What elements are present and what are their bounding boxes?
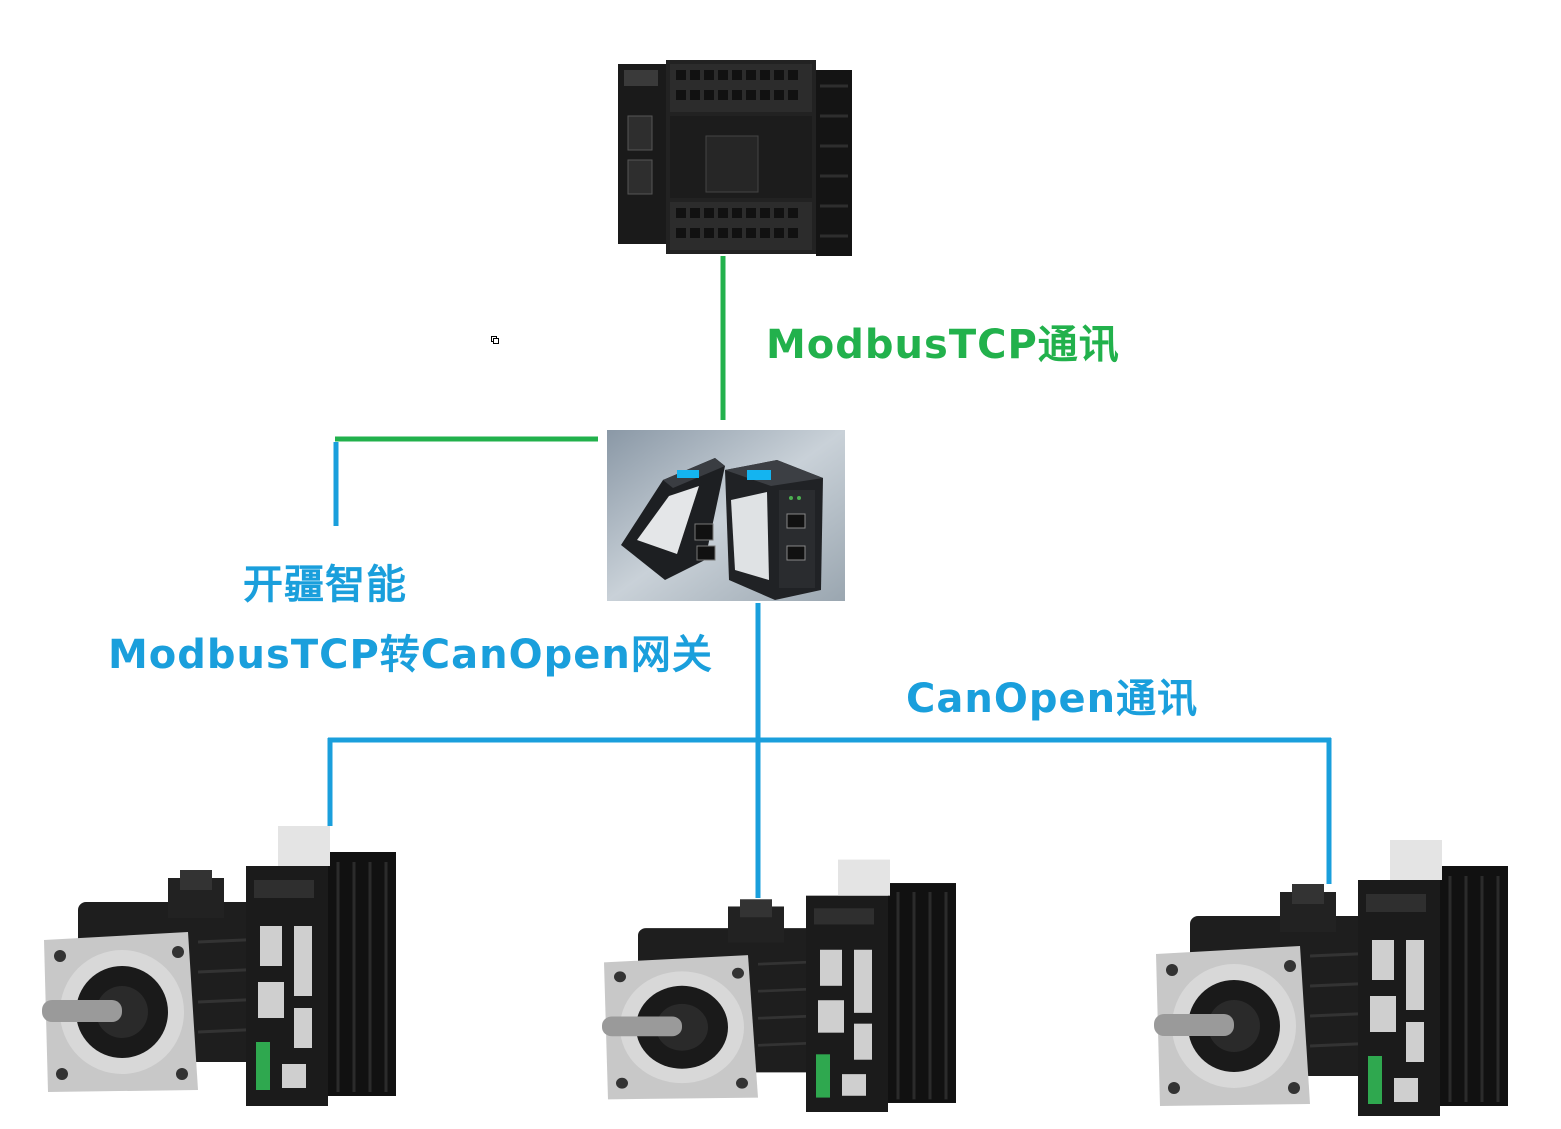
gateway-subtitle: ModbusTCP转CanOpen网关	[108, 632, 713, 678]
plc-controller-icon	[618, 60, 852, 256]
servo-drive-motor-icon	[1154, 840, 1508, 1116]
servo-drive-motor-icon	[602, 859, 956, 1112]
gateway-title: 开疆智能	[243, 562, 407, 608]
modbus-link-label: ModbusTCP通讯	[766, 322, 1120, 368]
gateway-module-icon	[607, 430, 845, 601]
canopen-link-label: CanOpen通讯	[906, 676, 1199, 722]
copy-icon	[491, 336, 499, 344]
servo-drive-motor-icon	[42, 826, 396, 1106]
